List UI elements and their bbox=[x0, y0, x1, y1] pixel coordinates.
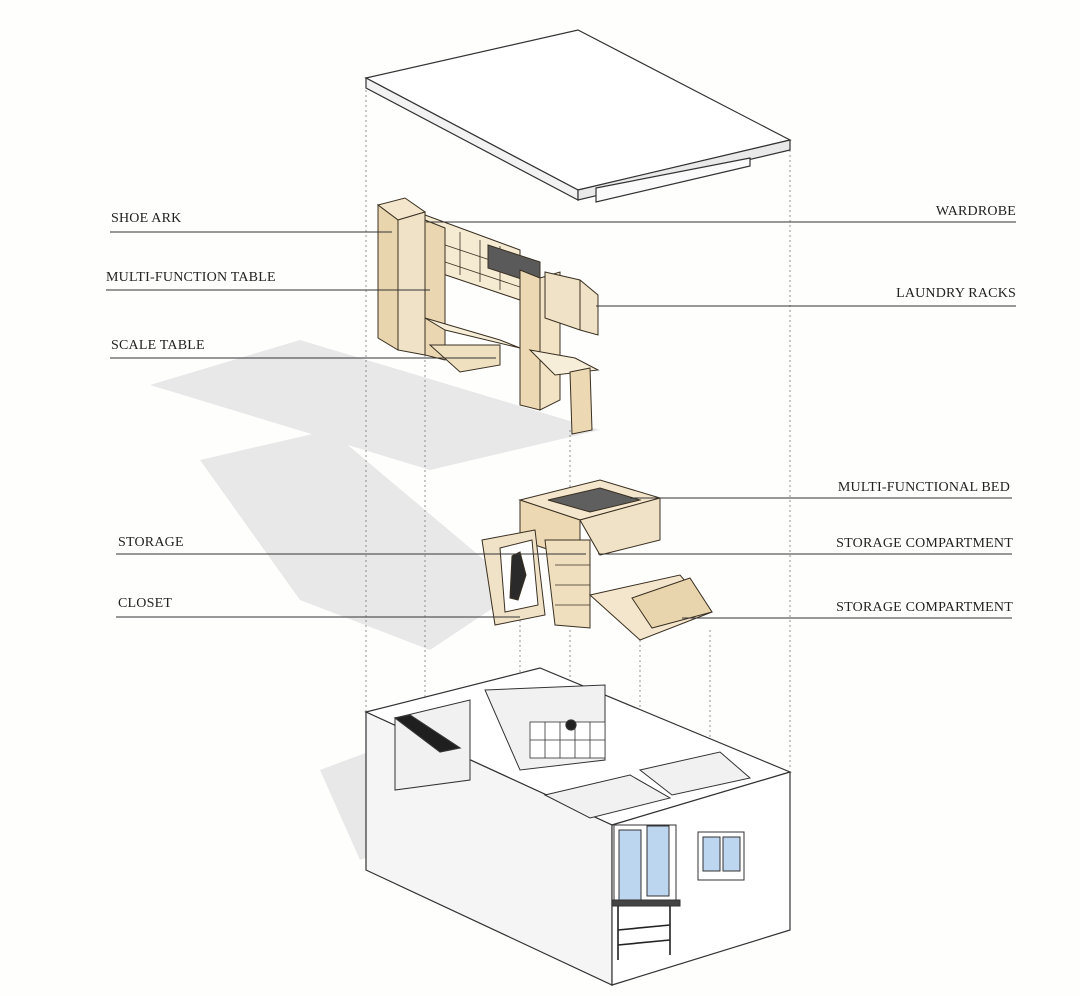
label-wardrobe: WARDROBE bbox=[935, 204, 1016, 219]
side-window bbox=[697, 831, 745, 881]
label-laundry-racks: LAUNDRY RACKS bbox=[896, 286, 1016, 301]
leader-lines bbox=[106, 221, 1016, 619]
label-shoe-ark: SHOE ARK bbox=[111, 211, 182, 226]
building-box bbox=[364, 667, 792, 986]
label-storage: STORAGE bbox=[118, 535, 184, 550]
bed-module bbox=[481, 479, 713, 641]
label-storage-compartment-1: STORAGE COMPARTMENT bbox=[836, 536, 1013, 551]
ceiling-slab bbox=[364, 29, 792, 203]
front-door bbox=[611, 824, 681, 960]
label-multi-functional-bed: MULTI-FUNCTIONAL BED bbox=[837, 480, 1010, 495]
label-storage-compartment-2: STORAGE COMPARTMENT bbox=[836, 600, 1013, 615]
label-closet: CLOSET bbox=[118, 596, 173, 611]
label-multi-function-table: MULTI-FUNCTION TABLE bbox=[106, 270, 276, 285]
label-scale-table: SCALE TABLE bbox=[111, 338, 205, 353]
